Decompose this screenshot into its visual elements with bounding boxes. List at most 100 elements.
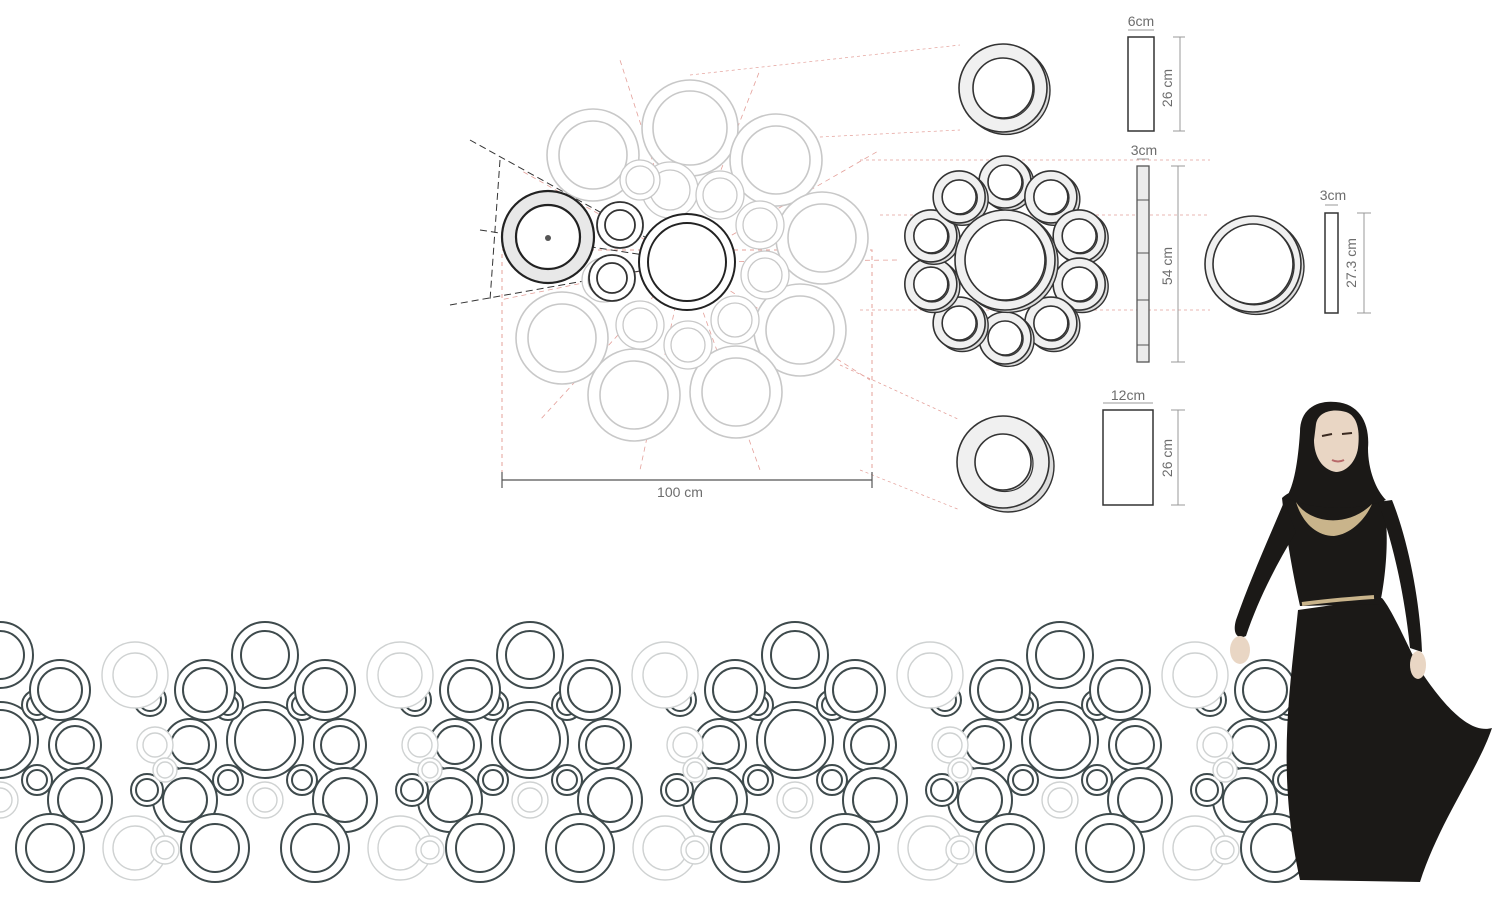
pattern-ring (816, 764, 848, 796)
flower-petal-ring (978, 311, 1035, 368)
cluster-inner-ring (663, 320, 713, 370)
pattern-ring (439, 659, 501, 721)
large-ring-height-label: 26 cm (1159, 69, 1175, 107)
cluster-outer-ring (546, 108, 640, 202)
pattern-ring (445, 813, 515, 883)
highlighted-rings (500, 189, 736, 311)
pattern-ring (1026, 621, 1094, 689)
pattern-ring (1081, 764, 1113, 796)
pattern-ring (931, 726, 969, 764)
woman-figure (1230, 401, 1492, 882)
construction-drawing (449, 44, 1210, 511)
pattern-ring (286, 764, 318, 796)
highlighted-small-ring (596, 201, 644, 249)
construction-ring-cluster (515, 79, 869, 442)
flower-petal-ring (978, 155, 1035, 212)
pattern-ring (0, 621, 34, 689)
pattern-ring (366, 641, 434, 709)
pattern-ring (704, 659, 766, 721)
pattern-ring (313, 718, 367, 772)
pattern-ring (246, 781, 284, 819)
pattern-ring (776, 781, 814, 819)
pattern-ring (824, 659, 886, 721)
pattern-ring (1041, 781, 1079, 819)
pattern-ring (810, 813, 880, 883)
small-ring-height-label: 27.3 cm (1343, 238, 1359, 288)
cluster-inner-ring (740, 250, 790, 300)
pattern-ring (1161, 641, 1229, 709)
pattern-ring (15, 813, 85, 883)
cluster-inner-ring (615, 300, 665, 350)
pattern-ring (415, 835, 445, 865)
pattern-ring (21, 764, 53, 796)
large-ring-component (958, 43, 1051, 136)
pattern-ring (969, 659, 1031, 721)
pattern-ring (152, 757, 178, 783)
pattern-ring (896, 641, 964, 709)
pattern-ring (477, 764, 509, 796)
flower-petal-ring (1052, 209, 1109, 265)
pattern-ring (1234, 659, 1296, 721)
cluster-inner-ring (710, 295, 760, 345)
pattern-ring (1190, 773, 1224, 807)
cluster-outer-ring (587, 348, 681, 442)
pattern-ring (1212, 757, 1238, 783)
pattern-ring (1089, 659, 1151, 721)
pattern-ring (101, 641, 169, 709)
pattern-ring (401, 726, 439, 764)
pattern-ring (1021, 701, 1099, 779)
component-illustrations (904, 43, 1305, 513)
flower-petal-ring (1024, 296, 1081, 353)
pattern-ring (682, 757, 708, 783)
pattern-ring (680, 835, 710, 865)
big-ring-height-label: 26 cm (1159, 439, 1175, 477)
projection-line (689, 44, 961, 76)
pattern-ring (136, 726, 174, 764)
pattern-ring (150, 835, 180, 865)
pattern-ring (226, 701, 304, 779)
cluster-outer-ring (515, 291, 609, 385)
small-ring-component (1204, 215, 1305, 316)
pattern-ring (1007, 764, 1039, 796)
large-ring-profile: 6cm 26 cm (1127, 13, 1185, 132)
pattern-ring (1223, 718, 1277, 772)
pattern-ring (29, 659, 91, 721)
pattern-ring (280, 813, 350, 883)
pattern-ring (367, 815, 433, 881)
pattern-ring (212, 764, 244, 796)
pattern-ring (491, 701, 569, 779)
pattern-ring (174, 659, 236, 721)
pattern-ring (761, 621, 829, 689)
pattern-ring (947, 757, 973, 783)
pattern-ring (578, 718, 632, 772)
pattern-ring (496, 621, 564, 689)
pattern-ring (1210, 835, 1240, 865)
projection-line (839, 364, 961, 421)
guide-ray (684, 69, 761, 263)
overall-width-dimension: 100 cm (501, 472, 873, 500)
flower-petal-ring (1052, 257, 1109, 314)
pattern-ring (294, 659, 356, 721)
cluster-inner-ring (695, 170, 745, 220)
cluster-inner-ring (619, 159, 661, 201)
pattern-ring (0, 781, 19, 819)
pattern-ring (632, 815, 698, 881)
highlighted-small-ring (588, 254, 636, 302)
cluster-outer-ring (753, 283, 847, 377)
pattern-ring (756, 701, 834, 779)
pattern-ring (742, 764, 774, 796)
flower-center-ring (954, 209, 1059, 314)
pattern-ring (417, 757, 443, 783)
small-ring-width-label: 3cm (1320, 187, 1346, 203)
pattern-ring (428, 718, 482, 772)
flower-petal-ring (932, 170, 989, 226)
pattern-ring (925, 773, 959, 807)
pattern-ring (545, 813, 615, 883)
cluster-outer-ring (775, 191, 869, 285)
small-ring-profile: 3cm 27.3 cm (1320, 187, 1371, 314)
pattern-ring (1108, 718, 1162, 772)
big-ring-component (956, 415, 1055, 513)
pattern-ring (945, 835, 975, 865)
pattern-ring (231, 621, 299, 689)
pattern-ring (1075, 813, 1145, 883)
